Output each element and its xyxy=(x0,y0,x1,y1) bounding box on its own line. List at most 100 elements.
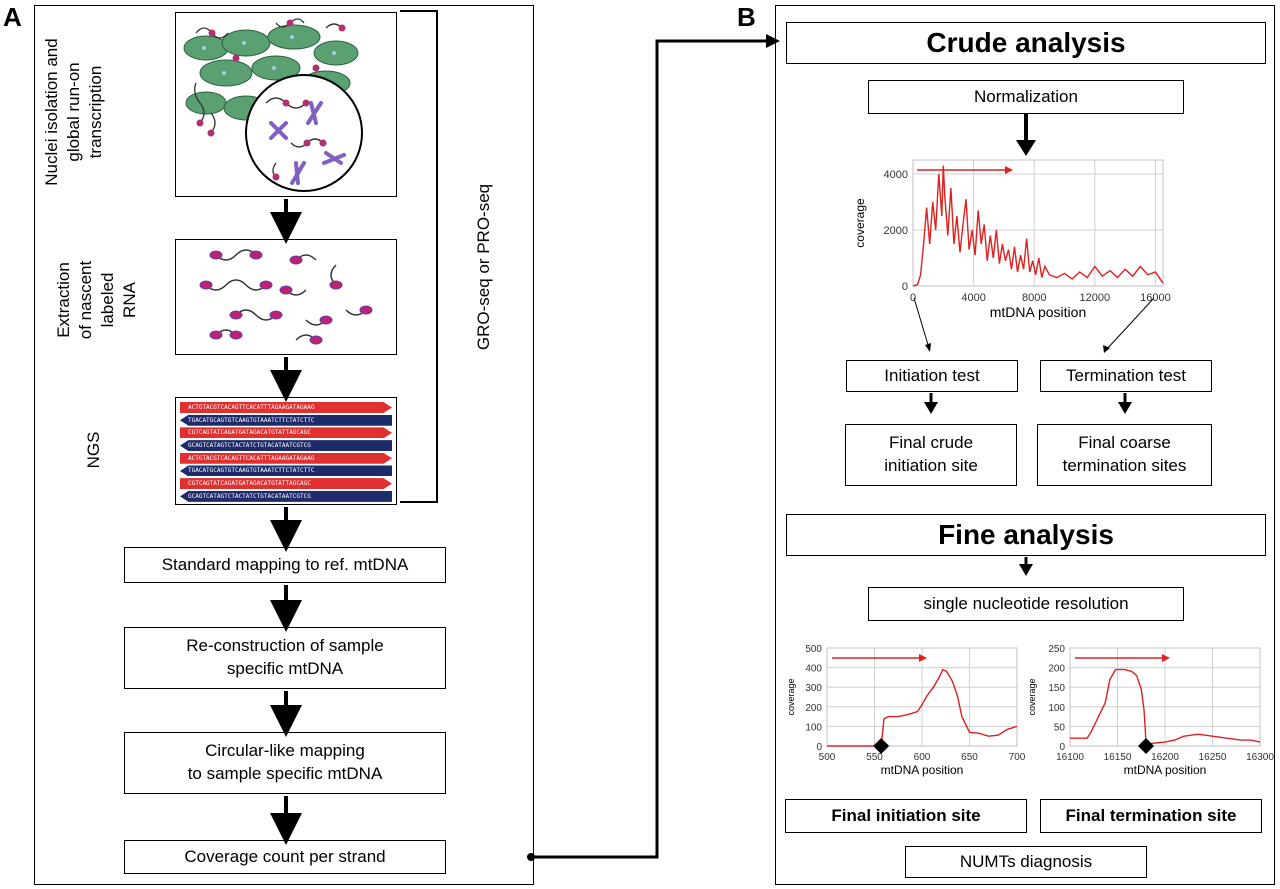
y-tick-label: 200 xyxy=(805,703,822,714)
y-tick-label: 2000 xyxy=(884,225,908,237)
final-coarse-line-1: Final coarse xyxy=(1078,433,1171,453)
site-marker-diamond xyxy=(873,738,890,754)
arrow-b-normalization-head xyxy=(1016,140,1036,156)
y-tick-label: 0 xyxy=(816,742,822,753)
x-axis-label: mtDNA position xyxy=(990,304,1086,320)
termination-fine-chart: 0 50 100 150 200 250 16100 16150 16200 16250 16300… xyxy=(1027,644,1274,777)
initiation-test-box: Initiation test xyxy=(846,360,1018,392)
y-tick-label: 400 xyxy=(805,664,822,675)
direction-arrow-head xyxy=(1005,166,1013,174)
y-axis-label: coverage xyxy=(1027,678,1037,715)
nuclei-illustration xyxy=(175,12,397,197)
plot-area xyxy=(912,159,1164,287)
y-tick-label: 100 xyxy=(805,722,822,733)
x-tick-label: 16250 xyxy=(1199,752,1227,763)
final-coarse-line-2: termination sites xyxy=(1062,456,1187,475)
arrow-b-term-link xyxy=(1105,297,1155,351)
ngs-read-3: CGTCAGTATCAGATGATAGACATGTATTAGCAGC xyxy=(180,427,392,439)
reconstruction-line-1: Re-construction of sample xyxy=(186,636,384,656)
x-axis-label: mtDNA position xyxy=(881,763,964,777)
normalization-box: Normalization xyxy=(868,80,1184,114)
x-tick-label: 16300 xyxy=(1246,752,1274,763)
standard-mapping-box: Standard mapping to ref. mtDNA xyxy=(124,547,446,583)
x-tick-label: 550 xyxy=(866,752,883,763)
x-tick-label: 650 xyxy=(961,752,978,763)
coverage-count-box: Coverage count per strand xyxy=(124,840,446,874)
x-tick-label: 16100 xyxy=(1056,752,1084,763)
panel-b-frame xyxy=(775,5,1275,885)
y-axis-label: coverage xyxy=(853,198,867,248)
initiation-fine-chart: 0 100 200 300 400 500 500 550 600 650 700 mtDNA pos… xyxy=(786,644,1026,777)
final-termination-box: Final termination site xyxy=(1040,799,1262,833)
final-crude-box: Final crude initiation site xyxy=(845,424,1017,486)
x-tick-label: 600 xyxy=(914,752,931,763)
gro-seq-bracket xyxy=(400,10,438,503)
arrow-b-fine-head xyxy=(1019,564,1033,576)
ngs-read-5: ACTGTACGTCACAGTTCACATTTAGAAGATAGAAG xyxy=(180,452,392,464)
ngs-read-4: GCAGTCATAGTCTACTATCTGTACATAATCGTCG xyxy=(180,440,392,452)
y-axis-label: coverage xyxy=(786,678,796,715)
fine-analysis-title: Fine analysis xyxy=(786,514,1266,556)
y-tick-label: 100 xyxy=(1048,703,1065,714)
ngs-read-2: TGACATGCAGTGTCAAGTGTAAATCTTCTATCTTC xyxy=(180,414,392,426)
numts-diagnosis-box: NUMTs diagnosis xyxy=(905,846,1147,878)
final-coarse-box: Final coarse termination sites xyxy=(1037,424,1212,486)
x-tick-label: 16200 xyxy=(1151,752,1179,763)
coverage-series-line xyxy=(912,165,1164,287)
arrow-b-term-link-head xyxy=(1103,345,1110,353)
plot-area xyxy=(826,647,1018,747)
x-tick-label: 16000 xyxy=(1140,292,1171,304)
final-initiation-box: Final initiation site xyxy=(785,799,1027,833)
y-tick-label: 0 xyxy=(902,281,908,293)
direction-arrow-head xyxy=(919,654,927,662)
ngs-read-8: GCAGTCATAGTCTACTATCTGTACATAATCGTCG xyxy=(180,490,392,502)
plot-area xyxy=(1069,647,1261,747)
single-nucleotide-box: single nucleotide resolution xyxy=(868,587,1184,621)
x-tick-label: 500 xyxy=(819,752,836,763)
ngs-read-1: ACTGTACGTCACAGTTCACATTTAGAAGATAGAAG xyxy=(180,402,392,413)
x-tick-label: 8000 xyxy=(1022,292,1046,304)
circular-mapping-box: Circular-like mapping to sample specific… xyxy=(124,732,446,794)
site-marker-diamond xyxy=(1138,738,1154,754)
y-tick-label: 250 xyxy=(1048,644,1065,655)
circular-line-2: to sample specific mtDNA xyxy=(187,764,383,783)
arrow-b-init-link xyxy=(913,297,930,349)
y-tick-label: 500 xyxy=(805,644,822,655)
x-tick-label: 700 xyxy=(1009,752,1026,763)
connector-line xyxy=(528,39,770,859)
y-tick-label: 150 xyxy=(1048,683,1065,694)
x-tick-label: 0 xyxy=(910,292,916,304)
crude-analysis-title: Crude analysis xyxy=(786,22,1266,64)
y-tick-label: 4000 xyxy=(884,169,908,181)
x-tick-label: 4000 xyxy=(961,292,985,304)
termination-test-box: Termination test xyxy=(1040,360,1212,392)
y-tick-label: 0 xyxy=(1059,742,1065,753)
direction-arrow-head xyxy=(1162,654,1170,662)
final-crude-line-1: Final crude xyxy=(888,433,974,453)
arrow-b-init-head xyxy=(924,402,938,414)
reconstruction-line-2: specific mtDNA xyxy=(226,659,344,678)
connector-dot xyxy=(527,853,535,861)
coverage-chart: 0 2000 4000 0 4000 8000 12000 16000 mtDNA positi… xyxy=(853,159,1171,320)
y-tick-label: 300 xyxy=(805,683,822,694)
rna-illustration xyxy=(175,239,397,355)
y-tick-label: 50 xyxy=(1054,722,1066,733)
coverage-series-line xyxy=(1070,668,1261,745)
final-crude-line-2: initiation site xyxy=(884,456,978,475)
panel-a-frame xyxy=(34,5,534,885)
panel-label-a: A xyxy=(3,2,22,32)
reconstruction-box: Re-construction of sample specific mtDNA xyxy=(124,627,446,689)
ngs-read-7: CGTCAGTATCAGATGATAGACATGTATTAGCAGC xyxy=(180,478,392,490)
x-axis-label: mtDNA position xyxy=(1124,763,1207,777)
ngs-read-6: TGACATGCAGTGTCAAGTGTAAATCTTCTATCTTC xyxy=(180,465,392,477)
connector-arrowhead xyxy=(766,34,780,48)
x-tick-label: 16150 xyxy=(1104,752,1132,763)
coverage-series-line xyxy=(827,668,1018,747)
arrow-b-init-link-head xyxy=(925,343,931,352)
y-tick-label: 200 xyxy=(1048,664,1065,675)
circular-line-1: Circular-like mapping xyxy=(205,741,365,761)
arrow-b-term-head xyxy=(1118,402,1132,414)
x-tick-label: 12000 xyxy=(1080,292,1111,304)
